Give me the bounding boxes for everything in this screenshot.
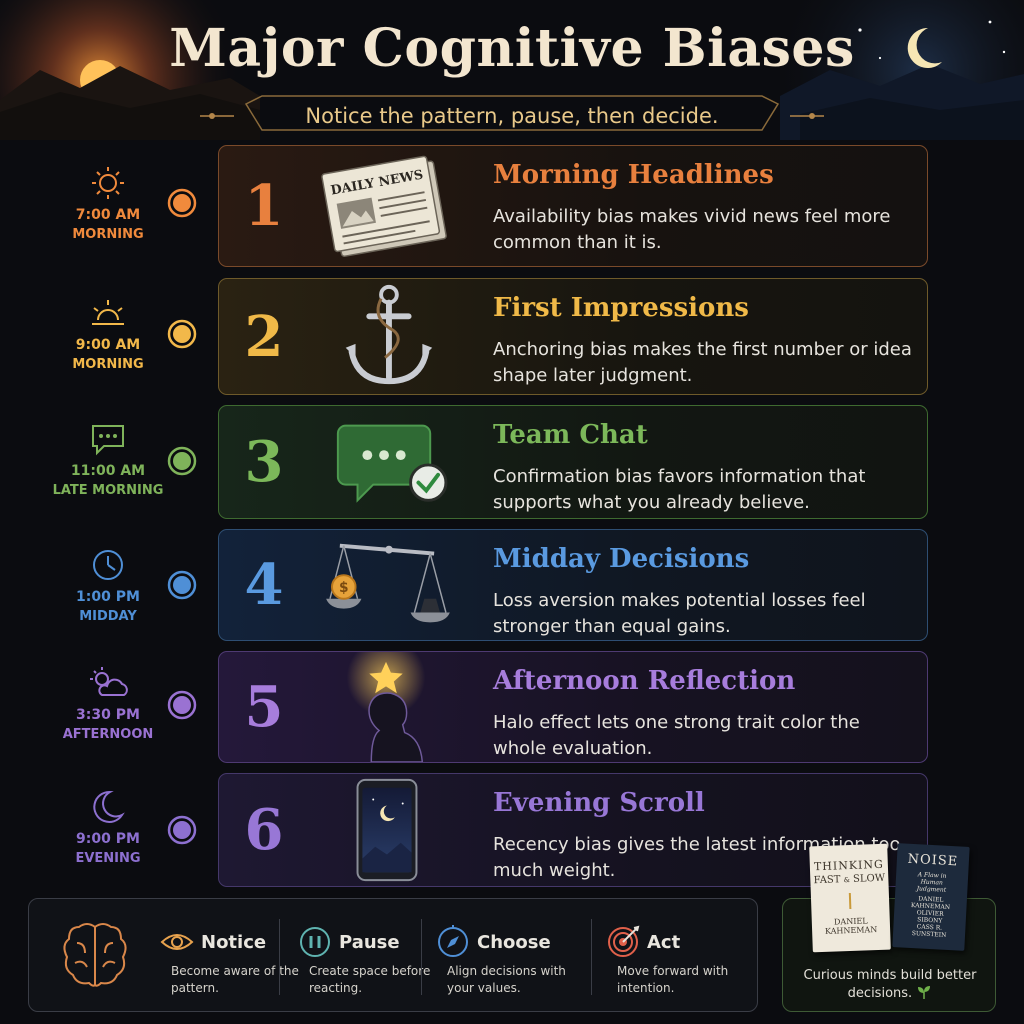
time-period: MIDDAY: [79, 609, 137, 624]
card-description: Confirmation bias favors information tha…: [493, 466, 866, 513]
svg-text:$: $: [339, 580, 349, 596]
step-notice: Notice Become aware of the pattern.: [159, 899, 299, 1013]
divider: [591, 919, 592, 995]
compass-icon: [438, 925, 468, 957]
time-label: 9:00 AM: [75, 337, 141, 353]
bias-card-afternoon-reflection: 5 Afternoon Reflection Halo effect lets …: [218, 651, 928, 763]
step-name: Pause: [339, 931, 400, 953]
timeline-node: [167, 319, 197, 349]
card-description: Recency bias gives the latest informatio…: [493, 834, 901, 881]
head-star-icon: [346, 652, 426, 762]
bias-card-first-impressions: 2 First Impressions Anchoring bias makes…: [218, 278, 928, 395]
moon-icon: [93, 790, 125, 823]
time-slot-9am: 9:00 AM MORNING: [50, 294, 166, 374]
balance-scale-icon: $: [326, 543, 450, 623]
sunrise-icon: [92, 300, 124, 325]
step-description: Create space before reacting.: [309, 964, 431, 995]
step-choose: Choose Align decisions with your values.: [435, 899, 575, 1013]
step-pause: Pause Create space before reacting.: [297, 899, 437, 1013]
card-title: Evening Scroll: [493, 788, 705, 818]
card-number: 3: [244, 429, 284, 495]
timeline-node: [167, 188, 197, 218]
divider: [421, 919, 422, 995]
card-title: Afternoon Reflection: [493, 666, 796, 696]
card-number: 5: [244, 674, 284, 740]
target-icon: [608, 925, 640, 957]
timeline-node: [167, 690, 197, 720]
time-label: 7:00 AM: [75, 207, 141, 223]
phone-icon: [356, 778, 418, 882]
header-scenery: [0, 0, 1024, 140]
page-subtitle: Notice the pattern, pause, then decide.: [305, 104, 719, 128]
page-title: Major Cognitive Biases: [169, 18, 855, 79]
step-description: Move forward with intention.: [617, 964, 729, 995]
card-title: Midday Decisions: [493, 544, 750, 574]
newspaper-icon: DAILY NEWS: [321, 155, 447, 257]
card-description: Availability bias makes vivid news feel …: [493, 206, 891, 253]
sun-icon: [92, 167, 124, 199]
time-label: 9:00 PM: [76, 831, 140, 847]
time-slot-7am: 7:00 AM MORNING: [50, 164, 166, 244]
card-description: Halo effect lets one strong trait color …: [493, 712, 860, 759]
bias-card-midday-decisions: 4 $ Midday Decisions Loss aversion makes…: [218, 529, 928, 641]
timeline-node: [167, 815, 197, 845]
time-period: AFTERNOON: [62, 727, 154, 742]
step-act: Act Move forward with intention.: [605, 899, 745, 1013]
recommended-books-panel: THINKING FAST & SLOW DANIEL KAHNEMAN NOI…: [782, 843, 996, 1012]
partly-cloudy-icon: [90, 667, 128, 696]
card-title: First Impressions: [493, 293, 749, 323]
card-description: Loss aversion makes potential losses fee…: [493, 590, 866, 637]
time-label: 11:00 AM: [70, 463, 146, 479]
time-period: MORNING: [72, 357, 144, 372]
timeline-node: [167, 446, 197, 476]
chat-bubble-icon: [92, 425, 124, 456]
timeline-track: [167, 160, 197, 880]
card-number: 1: [244, 173, 284, 239]
step-name: Act: [647, 931, 681, 953]
card-number: 4: [244, 552, 284, 618]
books-caption: Curious minds build better decisions.: [803, 968, 977, 1001]
divider: [279, 919, 280, 995]
step-description: Become aware of the pattern.: [171, 964, 299, 995]
chat-check-icon: [336, 424, 448, 503]
time-period: LATE MORNING: [52, 483, 164, 498]
time-period: EVENING: [75, 851, 141, 866]
pause-icon: [300, 927, 330, 957]
moon-icon: [907, 27, 942, 68]
eye-icon: [160, 934, 194, 950]
time-slot-11am: 11:00 AM LATE MORNING: [50, 420, 166, 500]
book-thinking-fast-and-slow: THINKING FAST & SLOW DANIEL KAHNEMAN: [809, 843, 891, 953]
anchor-icon: [345, 284, 433, 385]
time-label: 1:00 PM: [76, 589, 140, 605]
timeline-node: [167, 570, 197, 600]
time-slot-330pm: 3:30 PM AFTERNOON: [50, 664, 166, 744]
bias-card-team-chat: 3 Team Chat Confirmation bias favors inf…: [218, 405, 928, 519]
time-slot-1pm: 1:00 PM MIDDAY: [50, 546, 166, 626]
time-slot-9pm: 9:00 PM EVENING: [50, 788, 166, 868]
clock-icon: [93, 550, 123, 580]
sprout-icon: [918, 986, 931, 999]
card-title: Morning Headlines: [493, 160, 774, 190]
card-number: 2: [244, 303, 284, 370]
time-label: 3:30 PM: [76, 707, 140, 723]
subtitle-banner: Notice the pattern, pause, then decide.: [196, 96, 828, 136]
card-number: 6: [244, 797, 284, 863]
step-name: Notice: [201, 931, 267, 953]
card-description: Anchoring bias makes the first number or…: [493, 339, 912, 386]
time-period: MORNING: [72, 227, 144, 242]
step-description: Align decisions with your values.: [447, 964, 566, 995]
card-title: Team Chat: [493, 420, 648, 450]
brain-icon: [63, 923, 127, 987]
step-name: Choose: [477, 931, 551, 953]
book-noise: NOISE A Flaw in Human Judgment DANIEL KA…: [892, 843, 970, 951]
bias-card-evening-scroll: 6 Evening Scroll Recency bias gives the …: [218, 773, 928, 887]
decision-steps-panel: Notice Become aware of the pattern. Paus…: [28, 898, 758, 1012]
bias-card-morning-headlines: 1 DAILY NEWS Morning Headlines Availabil…: [218, 145, 928, 267]
